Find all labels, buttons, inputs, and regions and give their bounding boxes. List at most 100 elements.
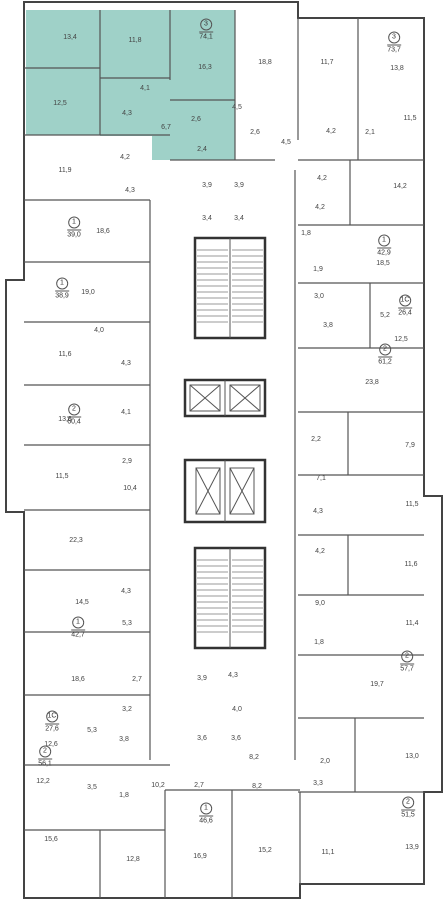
room-area-label: 1,8 [301,230,311,237]
apartment-total-area: 56,1 [38,758,52,768]
room-area-label: 1,9 [313,266,323,273]
selected-apartment-fill [26,10,235,160]
room-area-label: 2,6 [250,129,260,136]
room-area-label: 2,2 [311,436,321,443]
room-area-label: 14,5 [75,599,89,606]
room-area-label: 10,4 [123,485,137,492]
room-area-label: 11,8 [128,37,142,44]
room-area-label: 4,2 [326,128,336,135]
apartment-rooms: 3 [388,31,400,44]
room-area-label: 11,1 [321,849,335,856]
room-area-label: 11,6 [58,351,72,358]
room-area-label: 4,3 [125,187,135,194]
apartment-rooms: 1 [378,234,390,247]
room-area-label: 16,3 [198,64,212,71]
room-area-label: 18,8 [258,59,272,66]
room-area-label: 4,0 [232,706,242,713]
apartment-rooms: 2 [401,650,413,663]
apartment-total-area: 51,5 [401,809,415,819]
room-area-label: 4,2 [315,204,325,211]
room-area-label: 12,2 [36,778,50,785]
apartment-total-area: 61,2 [378,356,392,366]
apartment-total-area: 74,1 [199,31,213,41]
room-area-label: 11,5 [55,473,69,480]
room-area-label: 2,9 [122,458,132,465]
room-area-label: 3,4 [234,215,244,222]
apartment-total-area: 42,9 [377,247,391,257]
room-area-label: 4,5 [232,104,242,111]
room-area-label: 5,2 [380,312,390,319]
room-area-label: 11,6 [404,561,418,568]
room-area-label: 13,9 [405,844,419,851]
room-area-label: 14,2 [393,183,407,190]
room-area-label: 18,6 [71,676,85,683]
room-area-label: 2,7 [194,782,204,789]
room-area-label: 5,3 [122,620,132,627]
room-area-label: 4,2 [317,175,327,182]
room-area-label: 12,8 [126,856,140,863]
room-area-label: 4,2 [315,548,325,555]
room-area-label: 13,6 [58,416,72,423]
apartment-total-area: 46,6 [199,815,213,825]
room-area-label: 3,4 [202,215,212,222]
room-area-label: 11,5 [403,115,417,122]
apartment-total-area: 42,7 [71,629,85,639]
room-area-label: 3,3 [313,780,323,787]
room-area-label: 11,4 [405,620,419,627]
room-area-label: 4,0 [94,327,104,334]
room-area-label: 10,2 [151,782,165,789]
apartment-rooms: 1 [68,216,80,229]
room-area-label: 3,8 [119,736,129,743]
apartment-total-area: 73,7 [387,44,401,54]
room-area-label: 8,2 [249,754,259,761]
room-area-label: 2,1 [365,129,375,136]
room-area-label: 7,1 [316,475,326,482]
room-area-label: 23,8 [365,379,379,386]
room-area-label: 2,7 [132,676,142,683]
apartment-total-area: 38,9 [55,290,69,300]
room-area-label: 7,9 [405,442,415,449]
room-area-label: 16,9 [193,853,207,860]
room-area-label: 11,7 [320,59,334,66]
building-outline [5,1,443,899]
apartment-rooms: 2 [68,403,80,416]
room-area-label: 19,0 [81,289,95,296]
room-area-label: 3,6 [197,735,207,742]
room-area-label: 2,0 [320,758,330,765]
room-area-label: 13,0 [405,753,419,760]
apartment-total-area: 26,4 [398,307,412,317]
apartment-rooms: 2 [402,796,414,809]
apartment-rooms: 1 [56,277,68,290]
room-area-label: 22,3 [69,537,83,544]
apartment-rooms: 1С [399,294,411,307]
room-area-label: 4,3 [122,110,132,117]
room-area-label: 2,4 [197,146,207,153]
apartment-total-area: 39,0 [67,229,81,239]
room-area-label: 8,2 [252,783,262,790]
apartment-rooms: 1 [200,802,212,815]
room-area-label: 4,3 [121,588,131,595]
room-area-label: 4,3 [313,508,323,515]
room-area-label: 1,8 [314,639,324,646]
room-area-label: 4,5 [281,139,291,146]
room-area-label: 3,9 [202,182,212,189]
room-area-label: 4,2 [120,154,130,161]
apartment-total-area: 57,7 [400,663,414,673]
room-area-label: 4,1 [140,85,150,92]
room-area-label: 13,8 [390,65,404,72]
